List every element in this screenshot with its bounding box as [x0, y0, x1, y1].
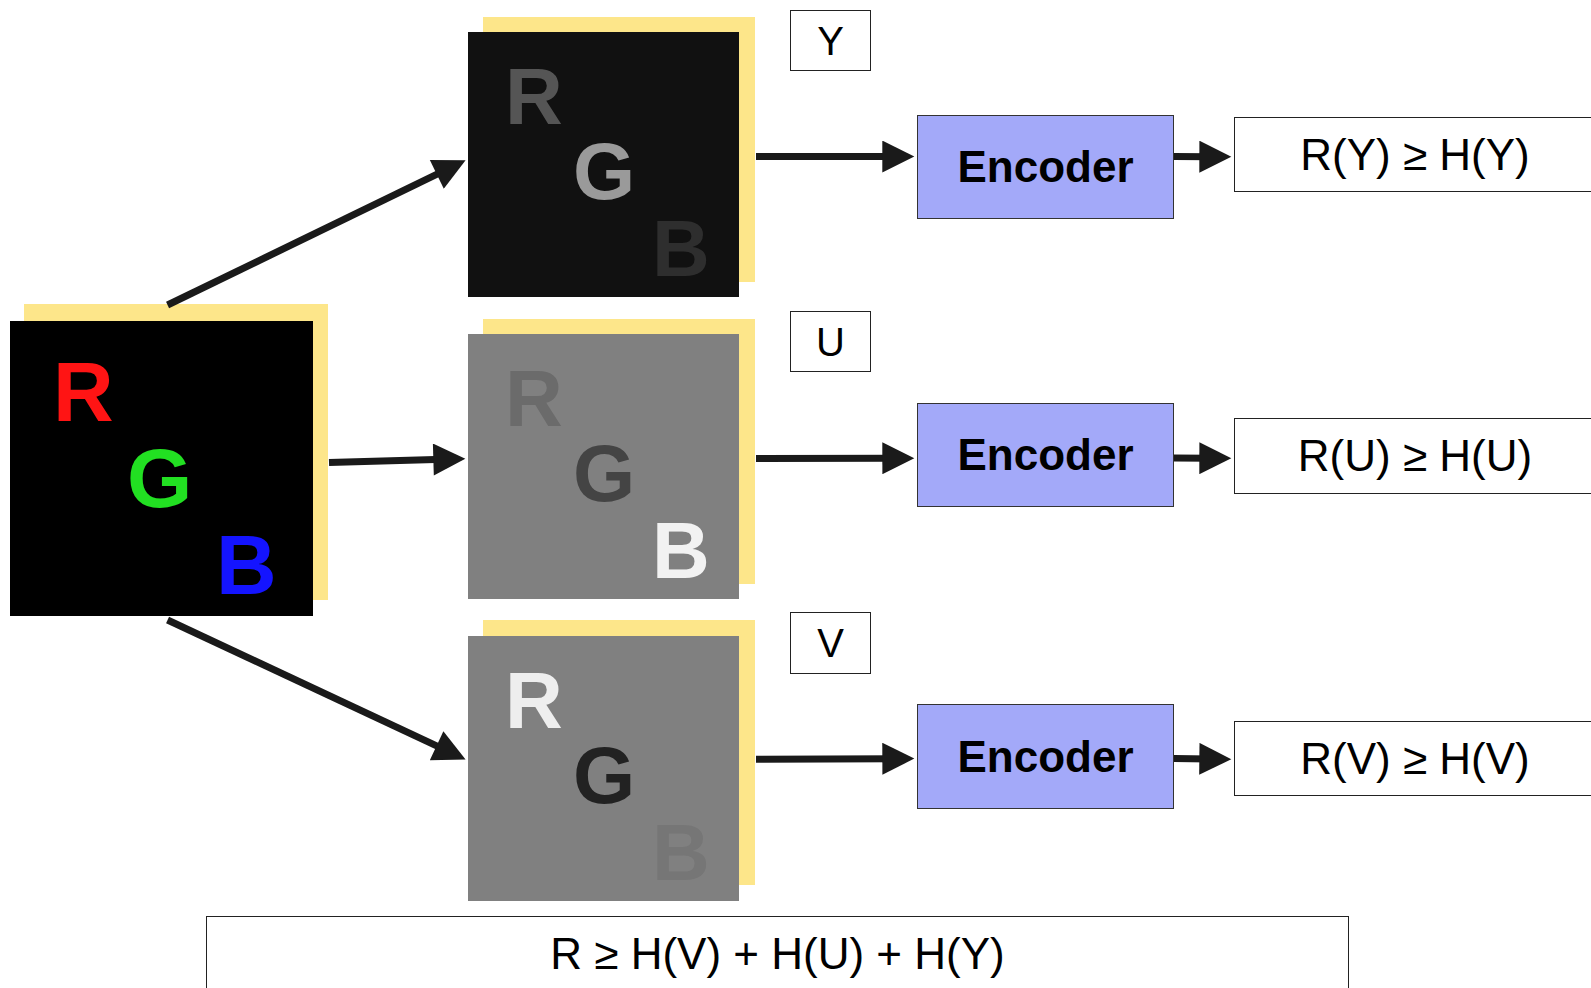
rate-bound-box: R(V) ≥ H(V)	[1234, 721, 1591, 796]
channel-label: Y	[790, 10, 871, 71]
y-channel-image: RGB	[468, 32, 739, 297]
image-letter: R	[505, 57, 563, 137]
total-rate-box: R ≥ H(V) + H(U) + H(Y)	[206, 916, 1349, 988]
image-letter: R	[53, 350, 114, 434]
arrow-connector	[756, 455, 893, 462]
box-label: Encoder	[957, 145, 1133, 189]
box-label: Y	[817, 21, 844, 61]
image-letter: G	[573, 132, 635, 212]
arrow-connector	[756, 153, 893, 160]
rgb-image: RGB	[10, 321, 313, 616]
arrow-connector	[168, 620, 447, 750]
encoder-box: Encoder	[917, 403, 1174, 507]
encoder-box: Encoder	[917, 704, 1174, 809]
arrow-connector	[168, 170, 447, 305]
box-label: R ≥ H(V) + H(U) + H(Y)	[550, 932, 1004, 976]
channel-label: V	[790, 612, 871, 674]
box-label: Encoder	[957, 433, 1133, 477]
encoder-box: Encoder	[917, 115, 1174, 219]
u-channel-image: RGB	[468, 334, 739, 599]
v-channel-image: RGB	[468, 636, 739, 901]
rate-bound-box: R(Y) ≥ H(Y)	[1234, 117, 1591, 192]
image-letter: R	[505, 359, 563, 439]
channel-label: U	[790, 311, 871, 372]
image-letter: G	[127, 436, 192, 520]
image-letter: G	[573, 736, 635, 816]
box-label: U	[816, 322, 845, 362]
rate-bound-box: R(U) ≥ H(U)	[1234, 418, 1591, 494]
box-label: R(V) ≥ H(V)	[1300, 737, 1529, 781]
image-letter: R	[505, 661, 563, 741]
box-label: Encoder	[957, 735, 1133, 779]
arrow-connector	[329, 459, 444, 462]
arrow-connector	[756, 755, 893, 763]
arrow-connector	[1174, 755, 1210, 762]
box-label: R(Y) ≥ H(Y)	[1300, 133, 1529, 177]
box-label: R(U) ≥ H(U)	[1298, 434, 1532, 478]
box-label: V	[817, 623, 844, 663]
image-letter: B	[216, 523, 277, 607]
image-letter: B	[652, 511, 710, 591]
image-letter: B	[652, 209, 710, 289]
image-letter: B	[652, 813, 710, 893]
arrow-connector	[1174, 153, 1210, 160]
image-letter: G	[573, 434, 635, 514]
arrow-connector	[1174, 455, 1210, 462]
